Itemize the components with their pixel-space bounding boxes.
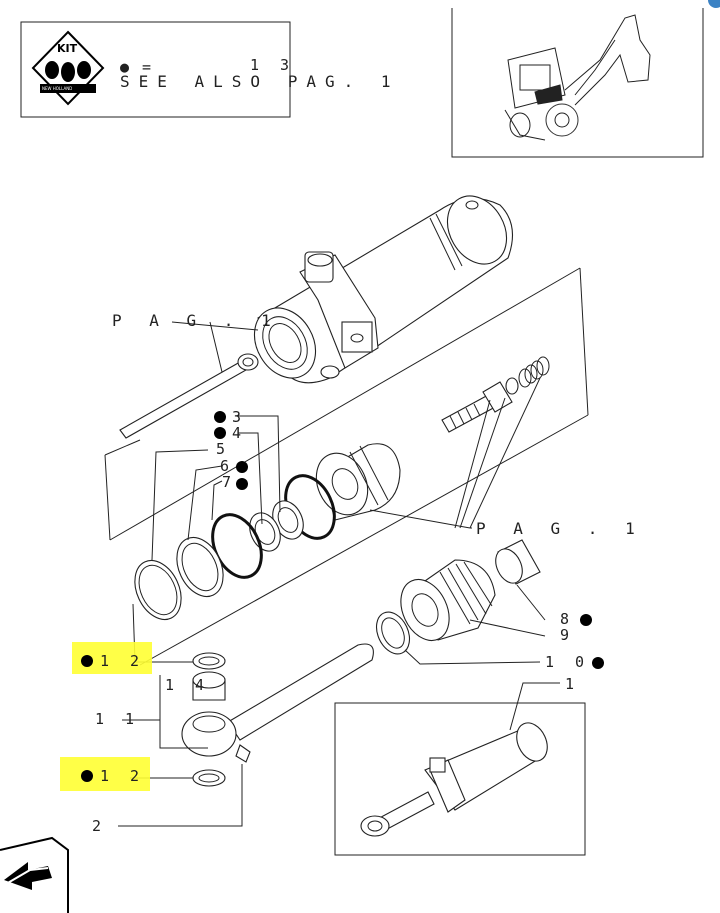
callout-3: 3 xyxy=(232,408,247,426)
kit-label: KIT xyxy=(57,42,78,55)
callout-8: 8 xyxy=(560,610,575,628)
spring xyxy=(518,356,550,388)
bushing xyxy=(495,539,541,585)
piston xyxy=(315,443,401,521)
tie-rod xyxy=(119,353,259,439)
gland-seal xyxy=(375,611,411,655)
callout-7: 7 xyxy=(222,473,237,491)
bullet-8-icon xyxy=(580,614,592,626)
callout-12-bottom: 1 2 xyxy=(100,767,145,785)
machine-thumbnail xyxy=(451,8,704,158)
callout-10: 1 0 xyxy=(545,653,590,671)
valve-bolt xyxy=(441,377,519,433)
kit-header-box: KIT NEW HOLLAND ● = 1 3 SEE ALSO PAG. 1 xyxy=(20,21,400,118)
arrow-next-page-icon[interactable] xyxy=(0,836,69,913)
callout-4: 4 xyxy=(232,424,247,442)
seal-rings xyxy=(134,474,336,621)
corner-scroll-icon[interactable] xyxy=(708,0,720,8)
kit-logo-icon: KIT NEW HOLLAND xyxy=(31,30,105,106)
assembly-inset xyxy=(334,702,586,856)
callout-pag-top: P A G . 1 xyxy=(112,311,280,330)
callout-pag-mid: P A G . 1 xyxy=(476,519,644,538)
callout-11: 1 1 xyxy=(95,710,140,728)
rod-bearings xyxy=(192,652,226,787)
cylinder-barrel xyxy=(253,195,514,384)
bullet-12-bottom-icon xyxy=(81,770,93,782)
callout-1: 1 xyxy=(565,675,580,693)
bullet-7-icon xyxy=(236,478,248,490)
callout-2: 2 xyxy=(92,817,107,835)
bullet-6-icon xyxy=(236,461,248,473)
cylinder-head-gland xyxy=(400,559,496,642)
callout-5: 5 xyxy=(216,440,231,458)
callout-6: 6 xyxy=(220,457,235,475)
bullet-4-icon xyxy=(214,427,226,439)
callout-9: 9 xyxy=(560,626,575,644)
explode-outline xyxy=(104,267,589,666)
bullet-3-icon xyxy=(214,411,226,423)
kit-count: 1 3 xyxy=(250,56,295,74)
bullet-12-top-icon xyxy=(81,655,93,667)
callout-14: 1 4 xyxy=(165,676,210,694)
leader-lines xyxy=(118,321,560,827)
see-also-note: SEE ALSO PAG. 1 xyxy=(120,72,400,91)
highlight-12-bottom xyxy=(60,757,150,791)
bullet-equals-legend: ● = xyxy=(120,58,153,76)
kit-logo-text: NEW HOLLAND xyxy=(42,86,72,91)
bullet-10-icon xyxy=(592,657,604,669)
callout-12-top: 1 2 xyxy=(100,652,145,670)
piston-rod xyxy=(181,643,374,763)
